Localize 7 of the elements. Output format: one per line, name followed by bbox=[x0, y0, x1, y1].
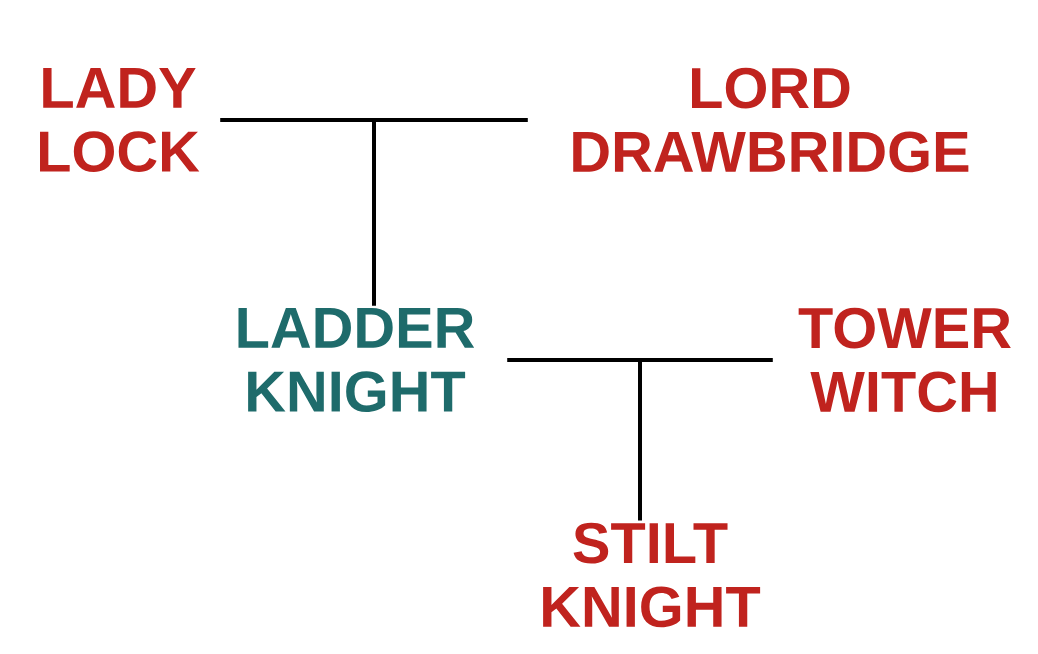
name-label: LADY LOCK bbox=[40, 67, 200, 173]
name-label: LADDER KNIGHT bbox=[238, 307, 475, 413]
family-line bbox=[507, 358, 773, 521]
family-line bbox=[220, 118, 528, 306]
name-label: LORD DRAWBRIDGE bbox=[573, 67, 969, 173]
name-label: TOWER WITCH bbox=[798, 307, 1011, 413]
name-label: STILT KNIGHT bbox=[543, 522, 761, 628]
